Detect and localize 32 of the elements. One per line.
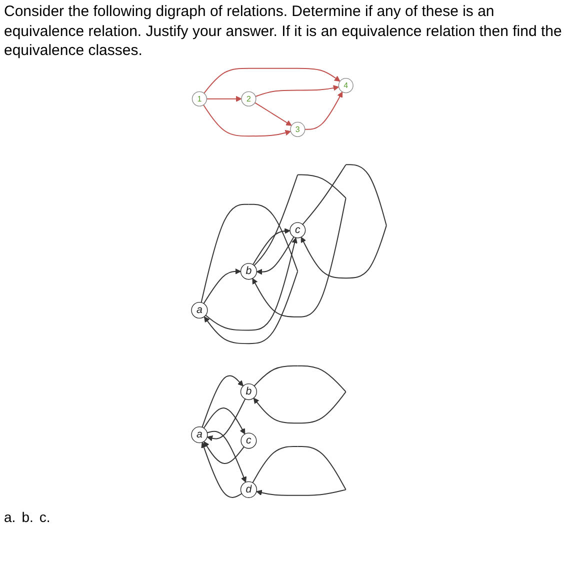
part-label: a. xyxy=(4,508,16,524)
vertex-node: c xyxy=(290,222,306,238)
vertex-node: c xyxy=(240,432,257,448)
arrow xyxy=(206,95,242,102)
vertex-node: a xyxy=(191,301,208,318)
arrow xyxy=(253,364,346,424)
part-label: c. xyxy=(39,508,50,524)
arrow xyxy=(204,440,245,464)
arrow xyxy=(252,228,290,265)
arrow xyxy=(206,398,246,441)
arrow xyxy=(255,84,340,96)
arrow xyxy=(256,236,294,274)
arrow xyxy=(200,203,298,344)
arrow xyxy=(202,374,244,428)
arrow xyxy=(201,442,242,498)
arrow xyxy=(203,407,246,434)
question-text: Consider the following digraph of relations. Determine if any of these is an equivalence relation. Justify your answer. If it is an equivalence relation then find the equivalence classes. xyxy=(3,2,563,61)
arrow xyxy=(204,67,340,94)
vertex-node: b xyxy=(240,383,257,400)
vertex-node: d xyxy=(240,480,257,498)
arrow xyxy=(202,104,291,136)
arrow xyxy=(206,430,246,482)
arrow xyxy=(205,236,298,330)
arrow xyxy=(252,174,346,317)
arrow xyxy=(304,91,343,130)
arrow xyxy=(300,164,387,278)
part-label: b. xyxy=(22,508,34,524)
arrow xyxy=(203,268,242,304)
arrow xyxy=(254,102,292,126)
arrow xyxy=(252,446,346,496)
vertex-node: b xyxy=(240,262,257,280)
vertex-node: a xyxy=(191,426,208,443)
